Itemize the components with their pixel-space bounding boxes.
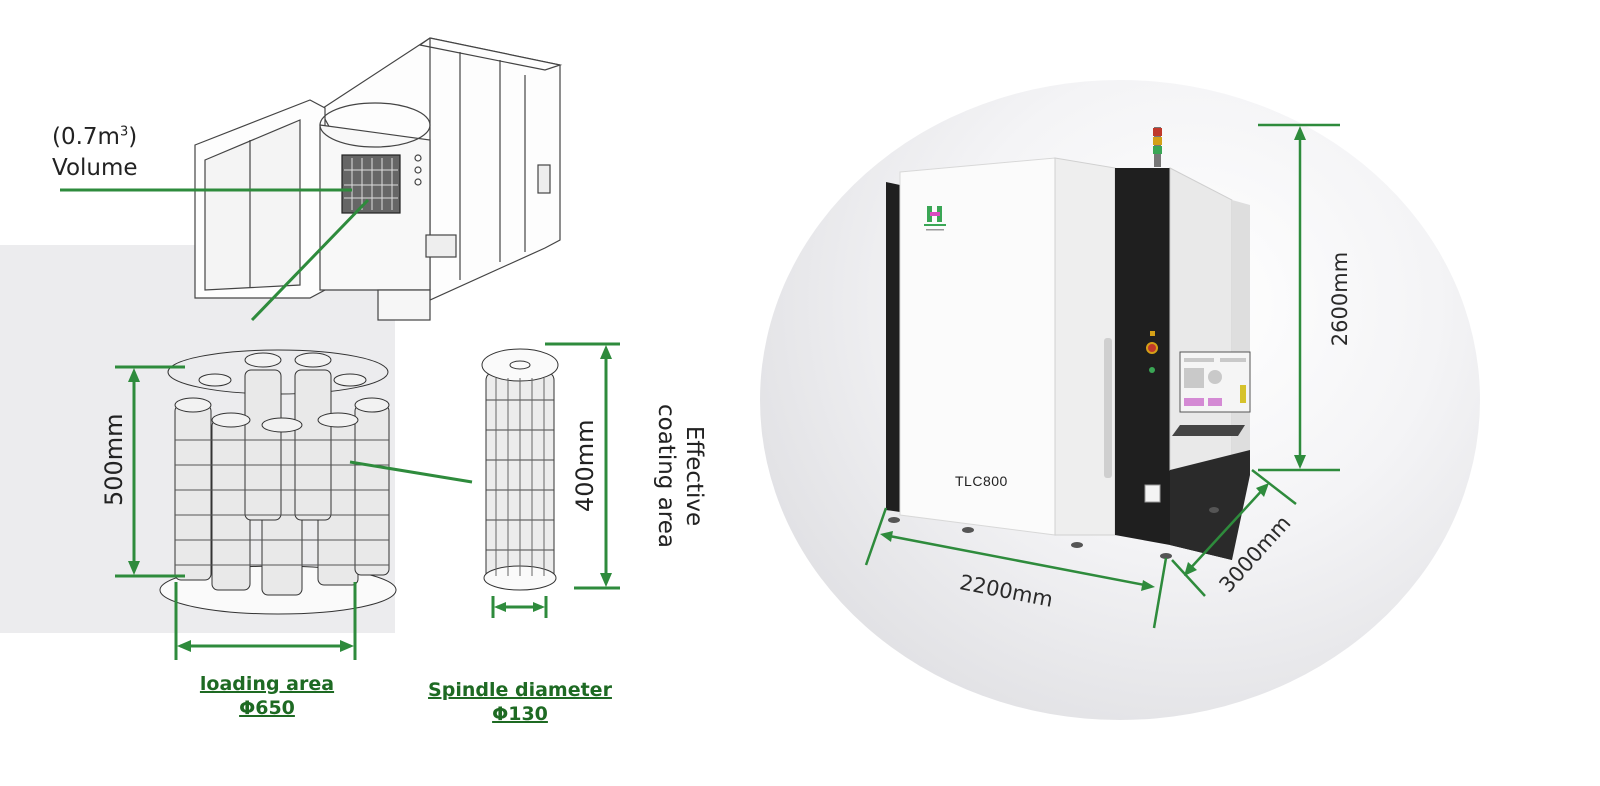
machine-model-label: TLC800 (955, 473, 1008, 489)
loading-area-value: Φ650 (239, 697, 295, 719)
machine-height-label: 2600mm (1328, 251, 1352, 347)
spindle-diameter-label: Spindle diameter Φ130 (420, 678, 620, 726)
loading-rack-drawing (159, 349, 397, 615)
volume-label: Volume (52, 155, 138, 181)
rack-height-label: 500mm (100, 413, 128, 506)
loading-area-text: loading area (199, 673, 335, 695)
spindle-diameter-text: Spindle diameter (428, 679, 612, 701)
spindle-diameter-value: Φ130 (492, 703, 548, 725)
spindle-drawing (481, 348, 559, 591)
coating-area-label: Effective coating area (652, 386, 708, 566)
coating-area-line1: Effective (681, 425, 707, 527)
coating-area-line2: coating area (653, 404, 679, 548)
loading-area-label: loading area Φ650 (186, 672, 348, 720)
spindle-height-label: 400mm (571, 419, 599, 512)
coating-machine-render (886, 127, 1251, 560)
brand-logo (924, 206, 946, 231)
volume-value: (0.7m3) (52, 124, 138, 150)
chamber-machine-drawing (194, 37, 563, 321)
